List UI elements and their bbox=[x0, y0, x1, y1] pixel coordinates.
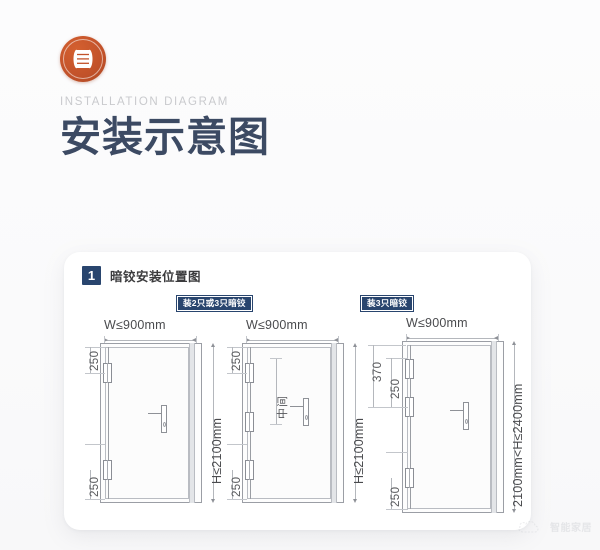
dim-tick-250b-bot-3 bbox=[386, 509, 408, 510]
handle-keyhole-3 bbox=[464, 419, 468, 424]
height-label-3: 2100mm<H≤2400mm bbox=[511, 383, 525, 507]
dim-tick-d-2 bbox=[227, 499, 247, 500]
middle-tick-top-2 bbox=[270, 358, 282, 359]
page-header: INSTALLATION DIAGRAM 安装示意图 bbox=[60, 36, 480, 159]
dim-tick-c-1 bbox=[85, 444, 105, 445]
dim-line-250-top-2 bbox=[232, 347, 233, 373]
dim-tick-a-1 bbox=[85, 347, 105, 348]
middle-label-2: 中间 bbox=[277, 395, 289, 419]
dim-line-250a-3 bbox=[391, 358, 392, 407]
door-leaf-3 bbox=[407, 345, 491, 509]
width-label-3: W≤900mm bbox=[406, 316, 468, 330]
hinge-axis-1 bbox=[107, 347, 109, 499]
door-leaf-1 bbox=[105, 347, 189, 499]
width-tick-left-2 bbox=[246, 336, 247, 346]
width-arrow-left-3 bbox=[406, 335, 410, 340]
width-tick-left-3 bbox=[406, 334, 407, 344]
width-label-2: W≤900mm bbox=[246, 318, 308, 332]
door-jamb-1 bbox=[189, 343, 195, 503]
width-label-1: W≤900mm bbox=[104, 318, 166, 332]
width-arrow-right-3 bbox=[494, 335, 498, 340]
height-arrow-bottom-1 bbox=[210, 499, 215, 503]
dim-line-250-top-1 bbox=[90, 347, 91, 373]
middle-dim-line-2 bbox=[276, 358, 277, 424]
hinge-bottom-3 bbox=[405, 468, 414, 488]
handle-plate-1 bbox=[161, 405, 167, 433]
dim-tick-250a-top-3 bbox=[386, 358, 408, 359]
height-dim-line-2 bbox=[355, 345, 356, 501]
dim-line-370-3 bbox=[373, 345, 374, 407]
handle-plate-3 bbox=[463, 402, 469, 430]
width-tick-right-1 bbox=[196, 336, 197, 346]
door-jamb-2 bbox=[331, 343, 337, 503]
width-tick-right-3 bbox=[498, 334, 499, 344]
dim-tick-370-top-3 bbox=[368, 345, 406, 346]
handle-lever-2 bbox=[290, 406, 304, 408]
dim-label-250a-3: 250 bbox=[390, 378, 402, 399]
section-header: 1 暗铰安装位置图 bbox=[82, 266, 201, 285]
hinge-bottom-2 bbox=[245, 460, 254, 480]
diagram-door-two-hinge: W≤900mm 250 250 H≤2100mm bbox=[82, 314, 232, 514]
cloud-icon bbox=[518, 521, 539, 533]
dim-tick-b-2 bbox=[227, 373, 247, 374]
diagram-card: 1 暗铰安装位置图 装2只或3只暗铰 装3只暗铰 W≤900mm 250 bbox=[64, 252, 531, 530]
height-arrow-top-1 bbox=[210, 343, 215, 347]
width-tick-right-2 bbox=[338, 336, 339, 346]
width-dim-line-3 bbox=[406, 338, 498, 339]
dim-tick-d-1 bbox=[85, 499, 105, 500]
height-arrow-bottom-3 bbox=[511, 509, 516, 513]
dim-line-250-bot-1 bbox=[90, 470, 91, 499]
section-title: 暗铰安装位置图 bbox=[110, 270, 202, 284]
page-title: 安装示意图 bbox=[60, 114, 270, 160]
dim-label-250b-3: 250 bbox=[390, 486, 402, 507]
watermark-text: 智能家居 bbox=[550, 522, 592, 534]
dim-tick-c-2 bbox=[227, 444, 247, 445]
door-jamb-3 bbox=[491, 341, 497, 513]
width-arrow-right-1 bbox=[192, 337, 196, 342]
dim-tick-a-2 bbox=[227, 347, 247, 348]
dim-label-370-3: 370 bbox=[372, 361, 384, 382]
dim-label-250-top-1: 250 bbox=[89, 350, 101, 371]
hinge-axis-3 bbox=[409, 345, 411, 509]
height-arrow-top-2 bbox=[352, 343, 357, 347]
dim-tick-250a-bot-3 bbox=[386, 407, 408, 408]
handle-lever-1 bbox=[148, 413, 162, 415]
diagram-door-three-hinge-equal: W≤900mm 中间 250 250 H≤2100mm bbox=[224, 314, 374, 514]
hinge-icon bbox=[60, 36, 106, 82]
height-dim-line-1 bbox=[213, 345, 214, 501]
dim-tick-250b-top-3 bbox=[386, 452, 408, 453]
width-dim-line-2 bbox=[246, 340, 338, 341]
width-arrow-right-2 bbox=[334, 337, 338, 342]
width-dim-line-1 bbox=[104, 340, 196, 341]
dim-line-250-bot-2 bbox=[232, 470, 233, 499]
dim-tick-b-1 bbox=[85, 373, 105, 374]
middle-tick-bottom-2 bbox=[270, 424, 282, 425]
door-leaf-2 bbox=[247, 347, 331, 499]
handle-keyhole-2 bbox=[304, 415, 308, 420]
height-arrow-top-3 bbox=[511, 341, 516, 345]
width-arrow-left-2 bbox=[246, 337, 250, 342]
watermark: 智能家居 bbox=[516, 516, 592, 536]
handle-keyhole-1 bbox=[162, 422, 166, 427]
section-number-badge: 1 bbox=[82, 266, 101, 285]
height-arrow-bottom-2 bbox=[352, 499, 357, 503]
page-subtitle: INSTALLATION DIAGRAM bbox=[60, 96, 229, 108]
hinge-bottom-1 bbox=[103, 460, 112, 480]
dim-label-250-top-2: 250 bbox=[231, 350, 243, 371]
width-tick-left-1 bbox=[104, 336, 105, 346]
dim-label-250-bot-2: 250 bbox=[231, 476, 243, 497]
height-dim-line-3 bbox=[514, 343, 515, 511]
handle-lever-3 bbox=[450, 410, 464, 412]
height-label-1: H≤2100mm bbox=[210, 417, 224, 484]
dim-label-250-bot-1: 250 bbox=[89, 476, 101, 497]
hinge-top-3 bbox=[405, 359, 414, 379]
handle-plate-2 bbox=[303, 398, 309, 426]
tag-three-hinges: 装3只暗铰 bbox=[359, 295, 415, 312]
tag-two-or-three-hinges: 装2只或3只暗铰 bbox=[176, 295, 253, 312]
hinge-middle-2 bbox=[245, 412, 254, 432]
diagram-door-three-hinge-tall: W≤900mm 370 250 250 21 bbox=[364, 302, 529, 514]
dim-line-250b-3 bbox=[391, 478, 392, 509]
width-arrow-left-1 bbox=[104, 337, 108, 342]
